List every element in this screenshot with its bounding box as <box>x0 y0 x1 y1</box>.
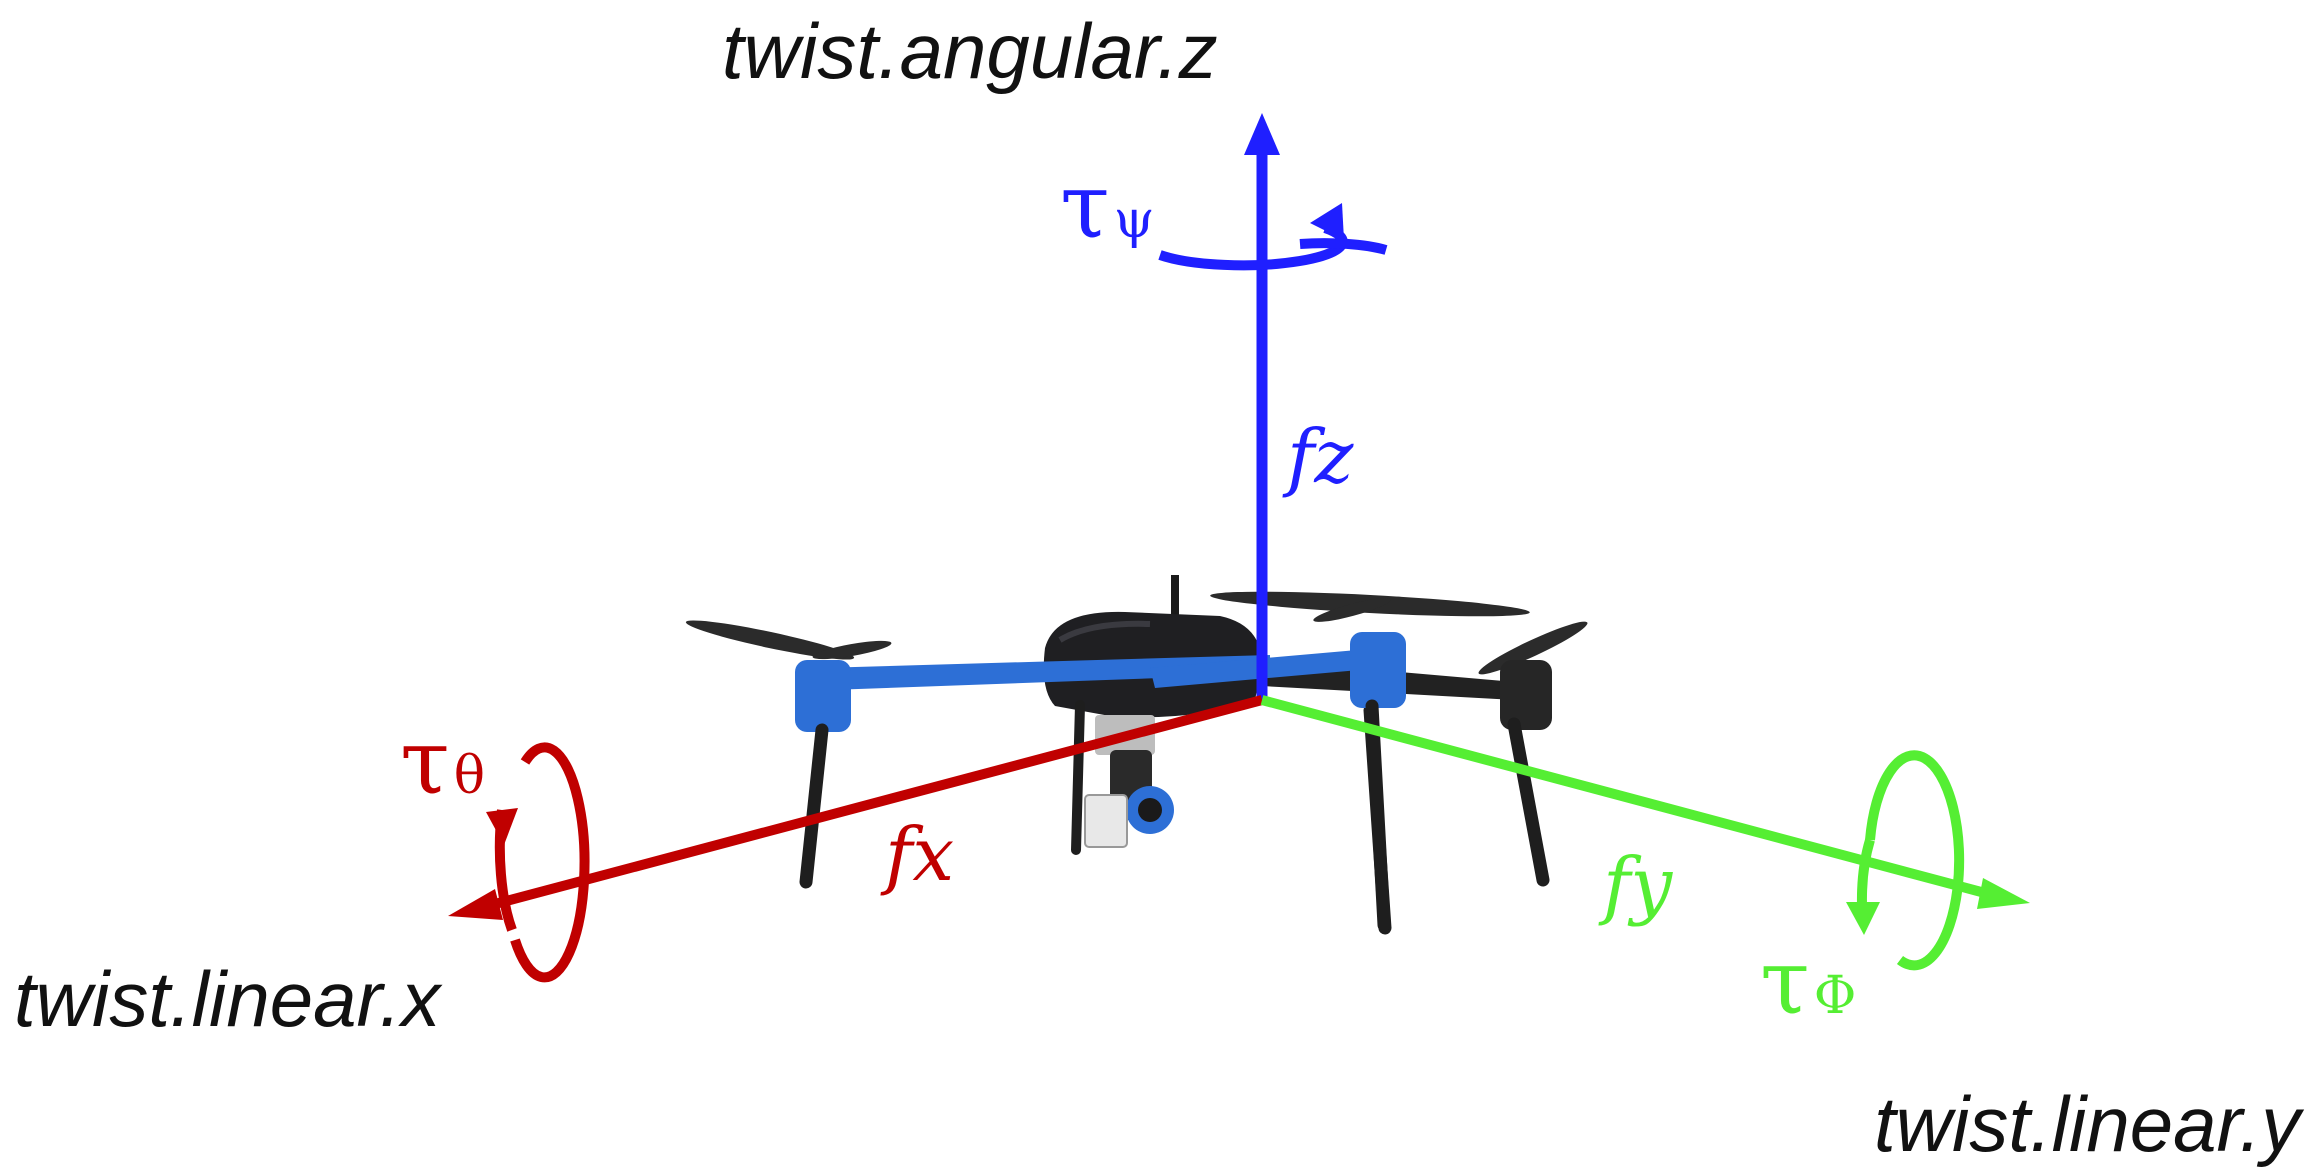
y-axis-arrowhead <box>1977 878 2030 909</box>
torque-theta-subscript: θ <box>453 746 486 806</box>
torque-phi-label: τΦ <box>1760 938 1856 1028</box>
torque-phi-subscript: Φ <box>1813 966 1857 1026</box>
z-axis <box>1158 113 1388 700</box>
torque-psi-label: τψ <box>1060 162 1155 252</box>
torque-psi-subscript: ψ <box>1113 190 1155 250</box>
y-axis <box>1260 695 2030 971</box>
quadcopter-icon <box>685 575 1588 935</box>
force-fy-label: fy <box>1603 842 1673 928</box>
force-fx-label: fx <box>885 812 955 898</box>
twist-linear-x-label: twist.linear.x <box>14 955 441 1043</box>
twist-linear-y-label: twist.linear.y <box>1874 1080 2301 1168</box>
torque-phi-rotation-arrow <box>1865 750 1965 971</box>
twist-angular-z-label: twist.angular.z <box>722 7 1218 95</box>
z-axis-arrowhead <box>1244 113 1280 155</box>
x-axis <box>448 695 1264 983</box>
force-fz-label: fz <box>1287 414 1354 500</box>
torque-theta-symbol: τ <box>400 710 450 815</box>
torque-theta-label: τθ <box>400 718 485 808</box>
torque-theta-rotation-arrow <box>510 742 590 983</box>
x-axis-arrowhead <box>448 889 503 920</box>
torque-phi-symbol: τ <box>1760 930 1810 1035</box>
x-axis-arrow-shaft <box>478 695 1264 913</box>
torque-psi-symbol: τ <box>1060 154 1110 259</box>
